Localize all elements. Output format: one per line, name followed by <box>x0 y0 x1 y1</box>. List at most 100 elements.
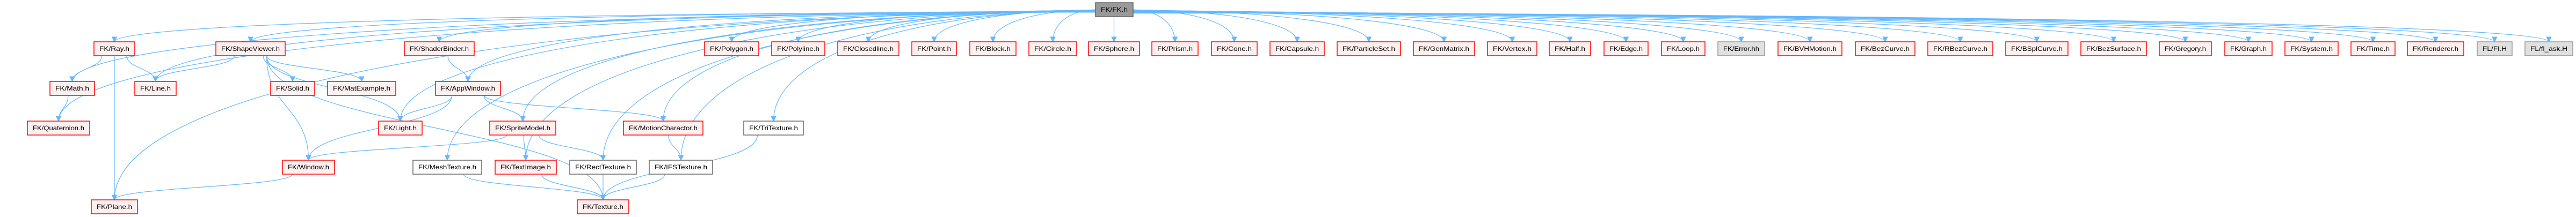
node-rbezcurve[interactable]: FK/RBezCurve.h <box>1927 41 1993 56</box>
node-textimage[interactable]: FK/TextImage.h <box>495 160 557 175</box>
node-fk[interactable]: FK/FK.h <box>1095 2 1134 17</box>
node-box <box>911 41 957 56</box>
nodes-layer: FK/FK.hFK/Ray.h FK/ShapeViewer.h FK/Shader… <box>27 2 2573 214</box>
node-box <box>327 81 396 96</box>
node-label: FK/Plane.h <box>97 203 132 211</box>
node-spritemodel[interactable]: FK/SpriteModel.h <box>489 121 556 136</box>
node-shaderbinder[interactable]: FK/ShaderBinder.h <box>404 41 475 56</box>
node-graph[interactable]: FK/Graph.h <box>2224 41 2273 56</box>
node-box <box>1777 41 1842 56</box>
node-label: FK/Capsule.h <box>1275 45 1319 53</box>
node-matexample[interactable]: FK/MatExample.h <box>327 81 396 96</box>
node-box <box>49 81 95 96</box>
node-polygon[interactable]: FK/Polygon.h <box>704 41 759 56</box>
node-shapeviewer[interactable]: FK/ShapeViewer.h <box>215 41 286 56</box>
edge-window-to-plane <box>111 174 293 201</box>
node-loop[interactable]: FK/Loop.h <box>1661 41 1706 56</box>
edge-ray-to-math <box>69 55 103 83</box>
node-label: FK/ShapeViewer.h <box>221 45 280 53</box>
node-box <box>1088 41 1140 56</box>
node-box <box>771 41 825 56</box>
node-circle[interactable]: FK/Circle.h <box>1028 41 1077 56</box>
node-ifstexture[interactable]: FK/IFSTexture.h <box>649 160 713 175</box>
node-box <box>404 41 475 56</box>
edge-fk-to-shapeviewer <box>248 11 1096 43</box>
node-plane[interactable]: FK/Plane.h <box>91 199 138 214</box>
node-renderer[interactable]: FK/Renderer.h <box>2407 41 2464 56</box>
edge-fk-to-motioncharactor <box>660 10 1096 122</box>
node-bezcurve[interactable]: FK/BezCurve.h <box>1855 41 1915 56</box>
edge-shapeviewer-to-solid <box>263 55 296 83</box>
node-label: FK/IFSTexture.h <box>655 163 707 171</box>
node-label: FK/Closedline.h <box>843 45 894 53</box>
node-cone[interactable]: FK/Cone.h <box>1211 41 1258 56</box>
node-point[interactable]: FK/Point.h <box>911 41 957 56</box>
node-box <box>134 81 177 96</box>
node-math[interactable]: FK/Math.h <box>49 81 95 96</box>
node-solid[interactable]: FK/Solid.h <box>270 81 315 96</box>
node-box <box>2407 41 2464 56</box>
node-capsule[interactable]: FK/Capsule.h <box>1269 41 1325 56</box>
node-box <box>215 41 286 56</box>
node-bezsurface[interactable]: FK/BezSurface.h <box>2080 41 2147 56</box>
node-appwindow[interactable]: FK/AppWindow.h <box>435 81 501 96</box>
node-prism[interactable]: FK/Prism.h <box>1151 41 1199 56</box>
node-box <box>1028 41 1077 56</box>
node-box <box>837 41 899 56</box>
node-ray[interactable]: FK/Ray.h <box>93 41 135 56</box>
node-label: FK/GenMatrix.h <box>1419 45 1469 53</box>
node-sphere[interactable]: FK/Sphere.h <box>1088 41 1140 56</box>
node-block[interactable]: FK/Block.h <box>969 41 1017 56</box>
node-error[interactable]: FK/Error.hh <box>1717 41 1765 56</box>
node-box <box>2524 41 2573 56</box>
node-label: FK/Line.h <box>140 85 171 92</box>
node-label: FK/Texture.h <box>583 203 623 211</box>
node-line[interactable]: FK/Line.h <box>134 81 177 96</box>
node-genmatrix[interactable]: FK/GenMatrix.h <box>1413 41 1475 56</box>
node-motioncharactor[interactable]: FK/MotionCharactor.h <box>623 121 703 136</box>
node-box <box>623 121 703 136</box>
node-box <box>1855 41 1915 56</box>
edge-ray-to-line <box>126 55 158 83</box>
node-time[interactable]: FK/Time.h <box>2350 41 2396 56</box>
node-particleset[interactable]: FK/ParticleSet.h <box>1337 41 1401 56</box>
node-window[interactable]: FK/Window.h <box>282 160 335 175</box>
node-box <box>27 121 90 136</box>
node-box <box>2284 41 2339 56</box>
node-vertex[interactable]: FK/Vertex.h <box>1487 41 1537 56</box>
node-label: FK/TriTexture.h <box>749 124 798 132</box>
node-flfl[interactable]: FL/Fl.H <box>2477 41 2513 56</box>
node-tritexture[interactable]: FK/TriTexture.h <box>743 121 804 136</box>
node-bsplcurve[interactable]: FK/BSplCurve.h <box>2005 41 2069 56</box>
node-label: FK/Window.h <box>288 163 329 171</box>
node-light[interactable]: FK/Light.h <box>378 121 423 136</box>
node-system[interactable]: FK/System.h <box>2284 41 2339 56</box>
node-label: FK/MotionCharactor.h <box>629 124 698 132</box>
node-label: FK/ShaderBinder.h <box>410 45 469 53</box>
edge-motioncharactor-to-ifstexture <box>668 134 684 161</box>
node-label: FK/Cone.h <box>1217 45 1252 53</box>
node-texture[interactable]: FK/Texture.h <box>577 199 629 214</box>
node-box <box>2224 41 2273 56</box>
node-bvhmotion[interactable]: FK/BVHMotion.h <box>1777 41 1842 56</box>
node-gregory[interactable]: FK/Gregory.h <box>2159 41 2212 56</box>
node-box <box>270 81 315 96</box>
node-meshtexture[interactable]: FK/MeshTexture.h <box>412 160 482 175</box>
node-flask[interactable]: FL/fl_ask.H <box>2524 41 2573 56</box>
node-quaternion[interactable]: FK/Quaternion.h <box>27 121 90 136</box>
edge-fk-to-line <box>153 11 1096 83</box>
node-recttexture[interactable]: FK/RectTexture.h <box>569 160 637 175</box>
node-box <box>2350 41 2396 56</box>
node-box <box>93 41 135 56</box>
edge-fk-to-gregory <box>1133 12 2188 43</box>
node-polyline[interactable]: FK/Polyline.h <box>771 41 825 56</box>
node-label: FK/Renderer.h <box>2413 45 2458 53</box>
node-label: FK/BezCurve.h <box>1861 45 1910 53</box>
node-box <box>1151 41 1199 56</box>
edge-textimage-to-texture <box>541 174 606 201</box>
node-half[interactable]: FK/Half.h <box>1549 41 1591 56</box>
node-closedline[interactable]: FK/Closedline.h <box>837 41 899 56</box>
node-edge[interactable]: FK/Edge.h <box>1603 41 1649 56</box>
node-label: FK/BVHMotion.h <box>1783 45 1837 53</box>
edge-ifstexture-to-texture <box>600 174 665 201</box>
